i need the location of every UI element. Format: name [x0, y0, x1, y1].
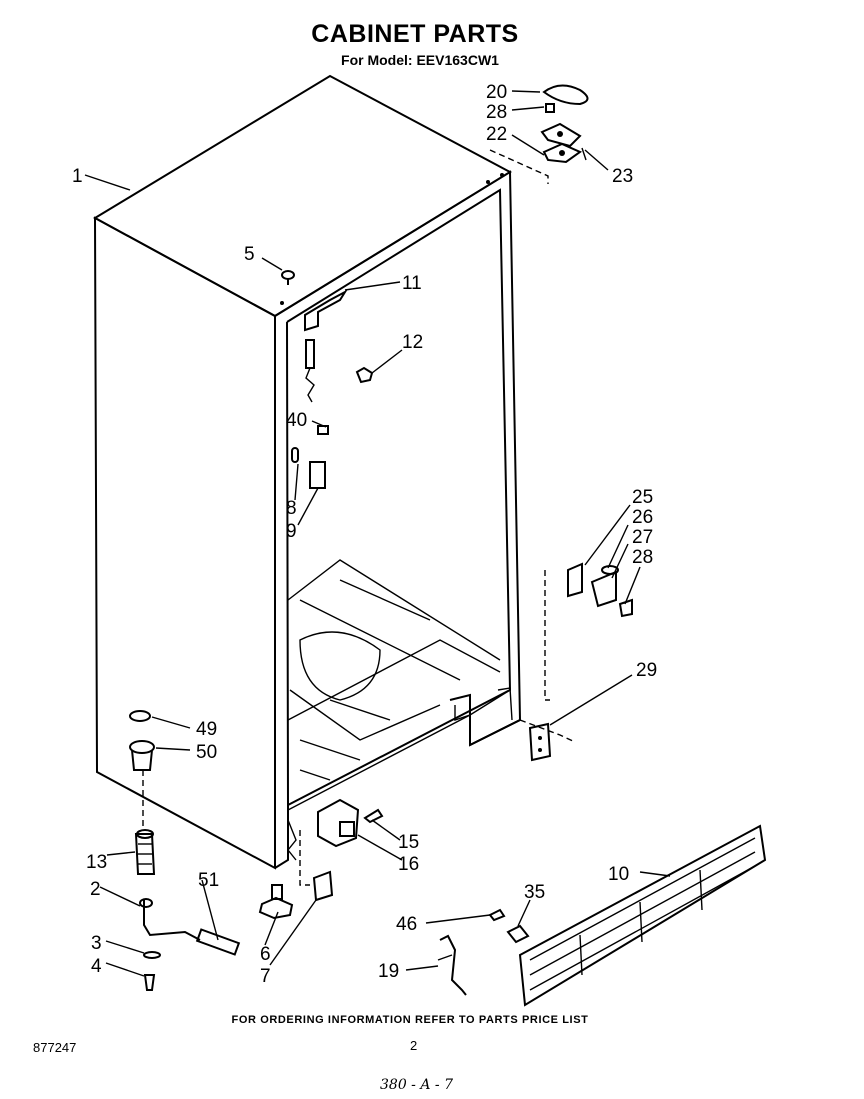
callout-12: 12 [402, 332, 423, 353]
model-subtitle: For Model: EEV163CW1 [341, 52, 499, 68]
callout-10: 10 [608, 864, 629, 885]
lower-hinge-assembly [519, 562, 633, 762]
callout-2: 2 [90, 879, 101, 900]
callout-6: 6 [260, 944, 271, 965]
callout-49: 49 [196, 719, 217, 740]
drain-assembly [129, 710, 241, 991]
cabinet-body [92, 74, 522, 870]
center-bracket [317, 798, 384, 848]
callout-51: 51 [198, 870, 219, 891]
ordering-information: FOR ORDERING INFORMATION REFER TO PARTS … [231, 1014, 589, 1026]
callout-26: 26 [632, 507, 653, 528]
leveling-leg-and-bracket [258, 819, 334, 920]
toe-grille [518, 824, 767, 1007]
callout-27: 27 [632, 527, 653, 548]
callout-4: 4 [91, 956, 102, 977]
callout-28-top: 28 [486, 102, 507, 123]
callout-35: 35 [524, 882, 545, 903]
callout-22: 22 [486, 124, 507, 145]
leader-lines [84, 90, 671, 977]
callout-5: 5 [244, 244, 255, 265]
callout-13: 13 [86, 852, 107, 873]
callout-9: 9 [286, 521, 297, 542]
callout-labels: 1 5 11 12 40 8 9 20 28 22 23 25 26 27 28… [72, 82, 657, 987]
callout-50: 50 [196, 742, 217, 763]
top-hinge-assembly [489, 84, 589, 184]
callout-20: 20 [486, 82, 507, 103]
callout-23: 23 [612, 166, 633, 187]
callout-46: 46 [396, 914, 417, 935]
callout-28-side: 28 [632, 547, 653, 568]
callout-15: 15 [398, 832, 419, 853]
callout-19: 19 [378, 961, 399, 982]
page-title: CABINET PARTS [311, 20, 519, 48]
grille-clip-parts [437, 908, 530, 996]
callout-16: 16 [398, 854, 419, 875]
document-number: 877247 [33, 1040, 77, 1055]
callout-29: 29 [636, 660, 657, 681]
callout-3: 3 [91, 933, 102, 954]
callout-8: 8 [286, 498, 297, 519]
page-number: 2 [410, 1038, 418, 1053]
callout-11: 11 [402, 273, 422, 294]
callout-40: 40 [286, 410, 307, 431]
callout-25: 25 [632, 487, 653, 508]
callout-7: 7 [260, 966, 271, 987]
callout-1: 1 [72, 166, 83, 187]
handwritten-note: 380 - A - 7 [380, 1077, 454, 1093]
